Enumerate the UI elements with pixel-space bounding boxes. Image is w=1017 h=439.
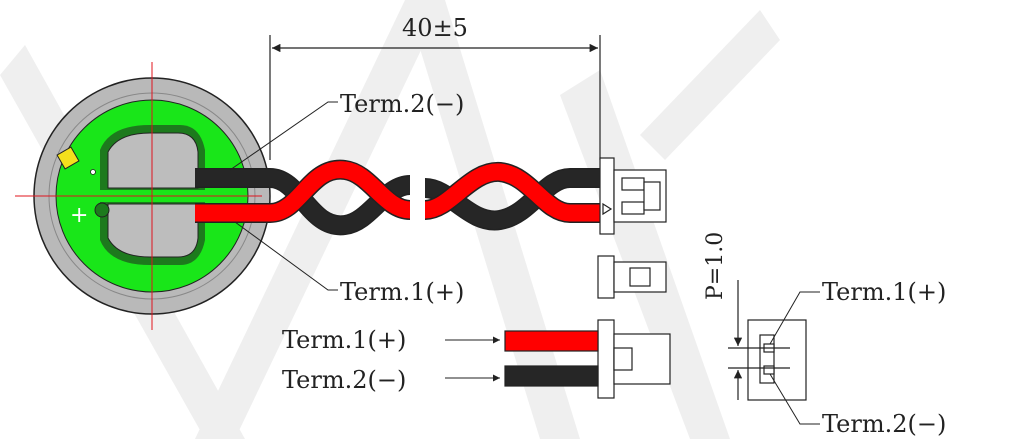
term2-cell-label: Term.2(−) [340, 90, 464, 118]
wire-bundle-left [195, 159, 412, 236]
connector-lead-view [504, 319, 671, 399]
length-label: 40±5 [402, 14, 468, 42]
length-dimension [269, 35, 601, 160]
yellow-pad [56, 146, 80, 170]
connector-end-view [728, 280, 807, 401]
pitch-label: P=1.0 [703, 232, 728, 300]
term1-cell-label: Term.1(+) [340, 278, 464, 306]
connector-side-view [597, 255, 667, 299]
centerlines [15, 62, 262, 330]
wire-bundle-right [423, 162, 600, 231]
term1-side-label: Term.1(+) [822, 278, 946, 306]
connector-top-view [599, 157, 667, 235]
term2-wire-label: Term.2(−) [282, 366, 406, 394]
leader-lines [229, 101, 820, 425]
term1-wire-label: Term.1(+) [282, 326, 406, 354]
plus-mark-icon: + [70, 203, 88, 228]
term2-side-label: Term.2(−) [822, 410, 946, 438]
